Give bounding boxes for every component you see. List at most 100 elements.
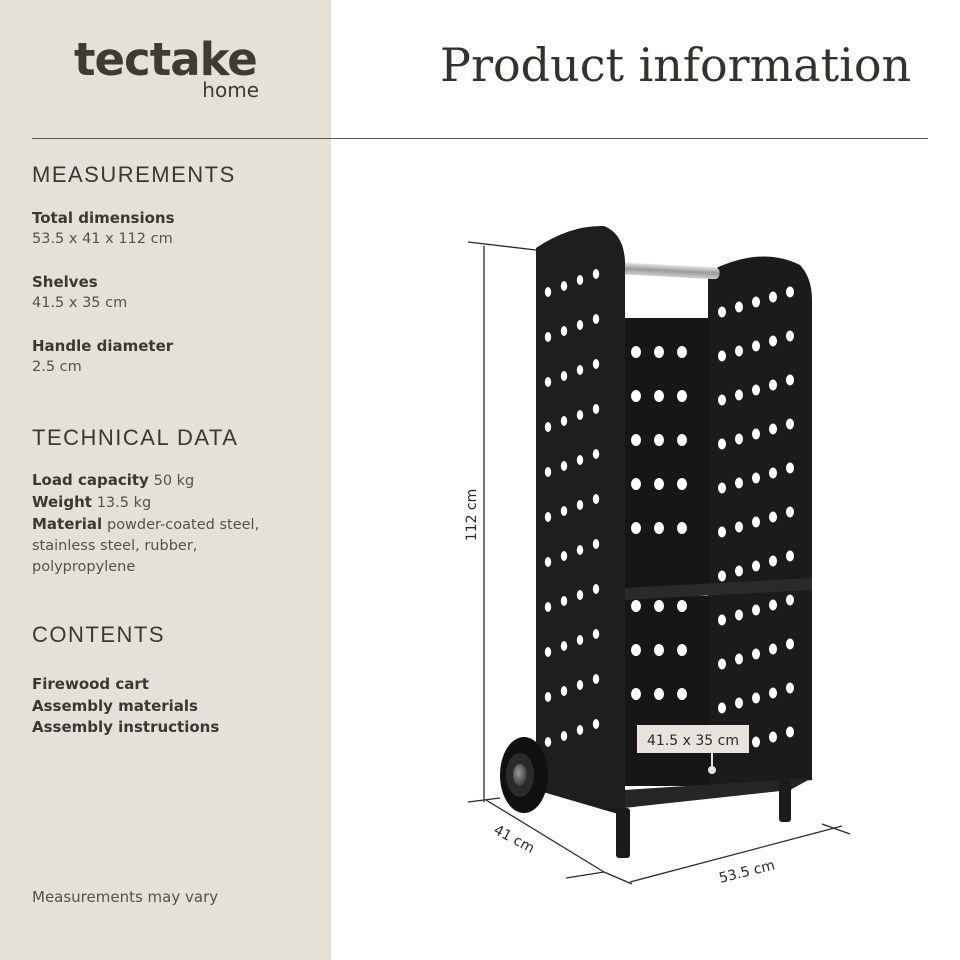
perforation-hole xyxy=(592,449,600,459)
width-label: 53.5 cm xyxy=(717,857,776,886)
perforation-hole xyxy=(735,653,743,665)
perforation-hole xyxy=(677,600,687,612)
perforation-hole xyxy=(576,455,584,465)
perforation-hole xyxy=(654,346,664,358)
shelf-dimension-tag: 41.5 x 35 cm xyxy=(637,725,749,774)
perforation-hole xyxy=(560,461,568,471)
perforation-hole xyxy=(631,600,641,612)
perforation-hole xyxy=(752,648,760,660)
wheel xyxy=(500,737,548,813)
perforation-hole xyxy=(735,433,743,445)
perforation-hole xyxy=(654,600,664,612)
perforation-hole xyxy=(560,641,568,651)
perforation-hole xyxy=(786,594,794,606)
measurement-value: 53.5 x 41 x 112 cm xyxy=(32,231,173,247)
material-value-3: polypropylene xyxy=(32,559,136,575)
perforation-hole xyxy=(752,296,760,308)
weight-label: Weight xyxy=(32,493,92,511)
perforation-hole xyxy=(718,482,726,494)
perforation-hole xyxy=(677,522,687,534)
contents-item: Assembly materials xyxy=(32,696,198,715)
perforation-hole xyxy=(677,390,687,402)
perforation-hole xyxy=(654,644,664,656)
front-leg xyxy=(616,808,630,858)
perforation-hole xyxy=(654,478,664,490)
perforation-hole xyxy=(752,692,760,704)
bottom-shelf xyxy=(624,778,812,808)
height-dimension-line xyxy=(467,241,537,803)
page-title: Product information xyxy=(440,38,912,92)
brand-logo: tectake home xyxy=(74,36,259,101)
handle-bar xyxy=(615,262,720,280)
perforation-hole xyxy=(544,512,552,522)
perforation-hole xyxy=(752,604,760,616)
perforation-hole xyxy=(752,340,760,352)
perforation-hole xyxy=(576,590,584,600)
perforation-hole xyxy=(786,726,794,738)
material-value-2: stainless steel, rubber, xyxy=(32,538,198,554)
perforation-hole xyxy=(769,643,777,655)
perforation-hole xyxy=(769,731,777,743)
measurement-label: Handle diameter xyxy=(32,337,174,355)
perforation-hole xyxy=(592,494,600,504)
contents-item: Assembly instructions xyxy=(32,718,220,736)
perforation-hole xyxy=(560,506,568,516)
perforation-hole xyxy=(735,697,743,709)
perforation-hole xyxy=(631,522,641,534)
back-leg xyxy=(779,780,791,822)
perforation-hole xyxy=(631,688,641,700)
perforation-hole xyxy=(544,377,552,387)
inner-back-panel xyxy=(624,318,710,588)
perforation-hole xyxy=(769,291,777,303)
perforation-hole xyxy=(576,680,584,690)
perforation-hole xyxy=(752,516,760,528)
perforation-hole xyxy=(718,614,726,626)
perforation-hole xyxy=(544,557,552,567)
perforation-hole xyxy=(576,365,584,375)
perforation-hole xyxy=(786,374,794,386)
perforation-hole xyxy=(544,647,552,657)
perforation-hole xyxy=(786,418,794,430)
perforation-hole xyxy=(560,326,568,336)
perforation-hole xyxy=(592,269,600,279)
back-right-panel xyxy=(708,256,812,790)
perforation-hole xyxy=(769,555,777,567)
measurement-total: Total dimensions 53.5 x 41 x 112 cm xyxy=(32,208,322,250)
measurement-handle: Handle diameter 2.5 cm xyxy=(32,336,322,378)
perforation-hole xyxy=(631,478,641,490)
perforation-hole xyxy=(718,526,726,538)
perforation-hole xyxy=(654,434,664,446)
perforation-hole xyxy=(544,692,552,702)
perforation-hole xyxy=(769,379,777,391)
footnote: Measurements may vary xyxy=(32,888,219,906)
perforation-hole xyxy=(718,702,726,714)
perforation-hole xyxy=(677,644,687,656)
perforation-hole xyxy=(786,286,794,298)
perforation-hole xyxy=(631,346,641,358)
measurement-label: Total dimensions xyxy=(32,209,175,227)
perforation-hole xyxy=(786,330,794,342)
perforation-hole xyxy=(560,596,568,606)
perforation-hole xyxy=(786,462,794,474)
perforation-hole xyxy=(576,725,584,735)
perforation-hole xyxy=(544,602,552,612)
perforation-hole xyxy=(769,599,777,611)
perforation-hole xyxy=(769,511,777,523)
technical-list: Load capacity 50 kg Weight 13.5 kg Mater… xyxy=(32,470,322,578)
perforation-hole xyxy=(735,477,743,489)
perforation-hole xyxy=(560,281,568,291)
perforation-hole xyxy=(677,346,687,358)
material-label: Material xyxy=(32,515,103,533)
perforation-hole xyxy=(677,434,687,446)
perforation-hole xyxy=(786,638,794,650)
width-dimension-line xyxy=(603,823,851,885)
technical-heading: TECHNICAL DATA xyxy=(32,425,239,450)
perforation-hole xyxy=(592,314,600,324)
sidebar-panel xyxy=(0,0,331,960)
perforation-hole xyxy=(544,737,552,747)
perforation-hole xyxy=(560,686,568,696)
measurement-value: 2.5 cm xyxy=(32,359,82,375)
perforation-hole xyxy=(654,688,664,700)
perforation-hole xyxy=(718,438,726,450)
measurement-shelves: Shelves 41.5 x 35 cm xyxy=(32,272,322,314)
